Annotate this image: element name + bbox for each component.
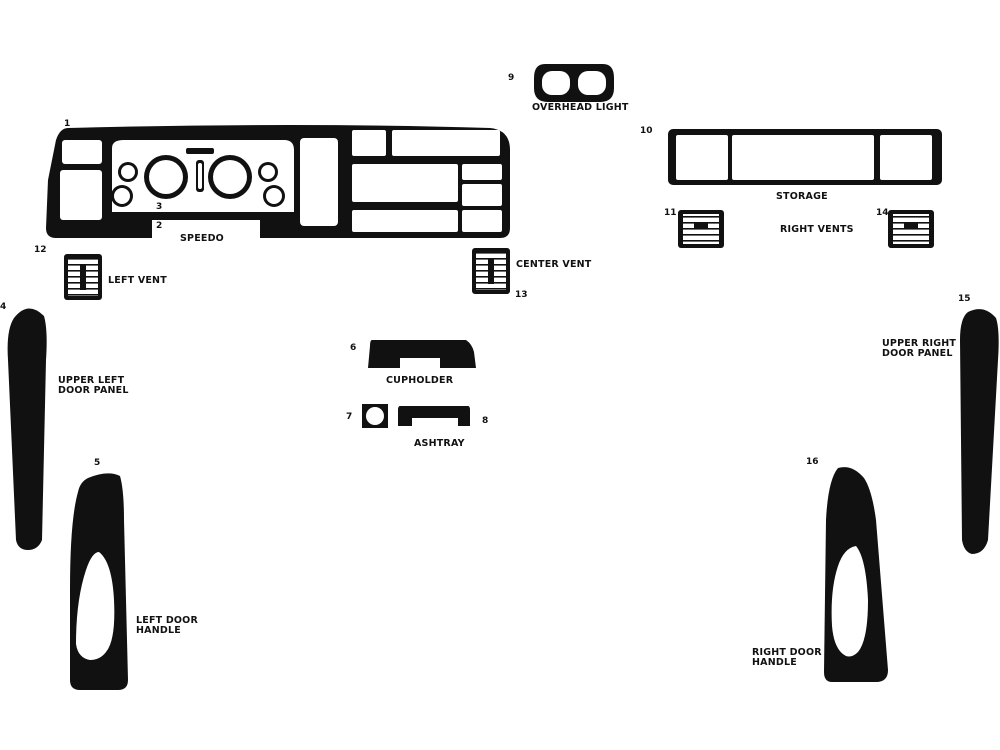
label-left-door-handle: LEFT DOOR HANDLE: [136, 615, 198, 636]
part-number-6: 6: [350, 343, 357, 353]
label-cupholder: CUPHOLDER: [386, 375, 454, 386]
part-6-cupholder: [368, 340, 476, 368]
part-number-13: 13: [515, 290, 528, 300]
part-8-ashtray: [398, 406, 470, 426]
part-14-right-vent: [888, 210, 934, 248]
label-upper-left-door-panel: UPPER LEFT DOOR PANEL: [58, 375, 129, 396]
part-15-upper-right-door-panel: [960, 309, 999, 554]
part-number-16: 16: [806, 457, 819, 467]
part-number-10: 10: [640, 126, 653, 136]
label-right-door-handle: RIGHT DOOR HANDLE: [752, 647, 822, 668]
part-number-14: 14: [876, 208, 889, 218]
part-13-center-vent: [472, 248, 510, 294]
part-2-trim-strip: [114, 222, 288, 226]
part-number-4: 4: [0, 302, 7, 312]
part-number-11: 11: [664, 208, 677, 218]
part-number-2: 2: [156, 221, 163, 231]
label-ashtray: ASHTRAY: [414, 438, 465, 449]
label-storage: STORAGE: [776, 191, 828, 202]
part-5-left-door-handle: [70, 473, 128, 690]
part-number-15: 15: [958, 294, 971, 304]
part-7-round-trim: [362, 404, 388, 428]
label-left-vent: LEFT VENT: [108, 275, 167, 286]
part-number-9: 9: [508, 73, 515, 83]
part-12-left-vent: [64, 254, 102, 300]
part-3-trim-strip: [118, 216, 288, 220]
label-speedo: SPEEDO: [180, 233, 224, 244]
label-upper-right-door-panel: UPPER RIGHT DOOR PANEL: [882, 338, 957, 359]
part-number-1: 1: [64, 119, 71, 129]
label-center-vent: CENTER VENT: [516, 259, 592, 270]
part-number-3: 3: [156, 202, 163, 212]
part-9-overhead-light: [534, 64, 614, 102]
part-number-7: 7: [346, 412, 353, 422]
part-number-12: 12: [34, 245, 47, 255]
part-11-right-vent: [678, 210, 724, 248]
part-number-5: 5: [94, 458, 101, 468]
label-overhead-light: OVERHEAD LIGHT: [532, 102, 629, 113]
part-4-upper-left-door-panel: [7, 308, 47, 550]
part-number-8: 8: [482, 416, 489, 426]
part-10-storage: [668, 129, 942, 185]
label-right-vents: RIGHT VENTS: [780, 224, 854, 235]
part-1-main-dash: [46, 125, 510, 238]
part-16-right-door-handle: [824, 467, 888, 682]
